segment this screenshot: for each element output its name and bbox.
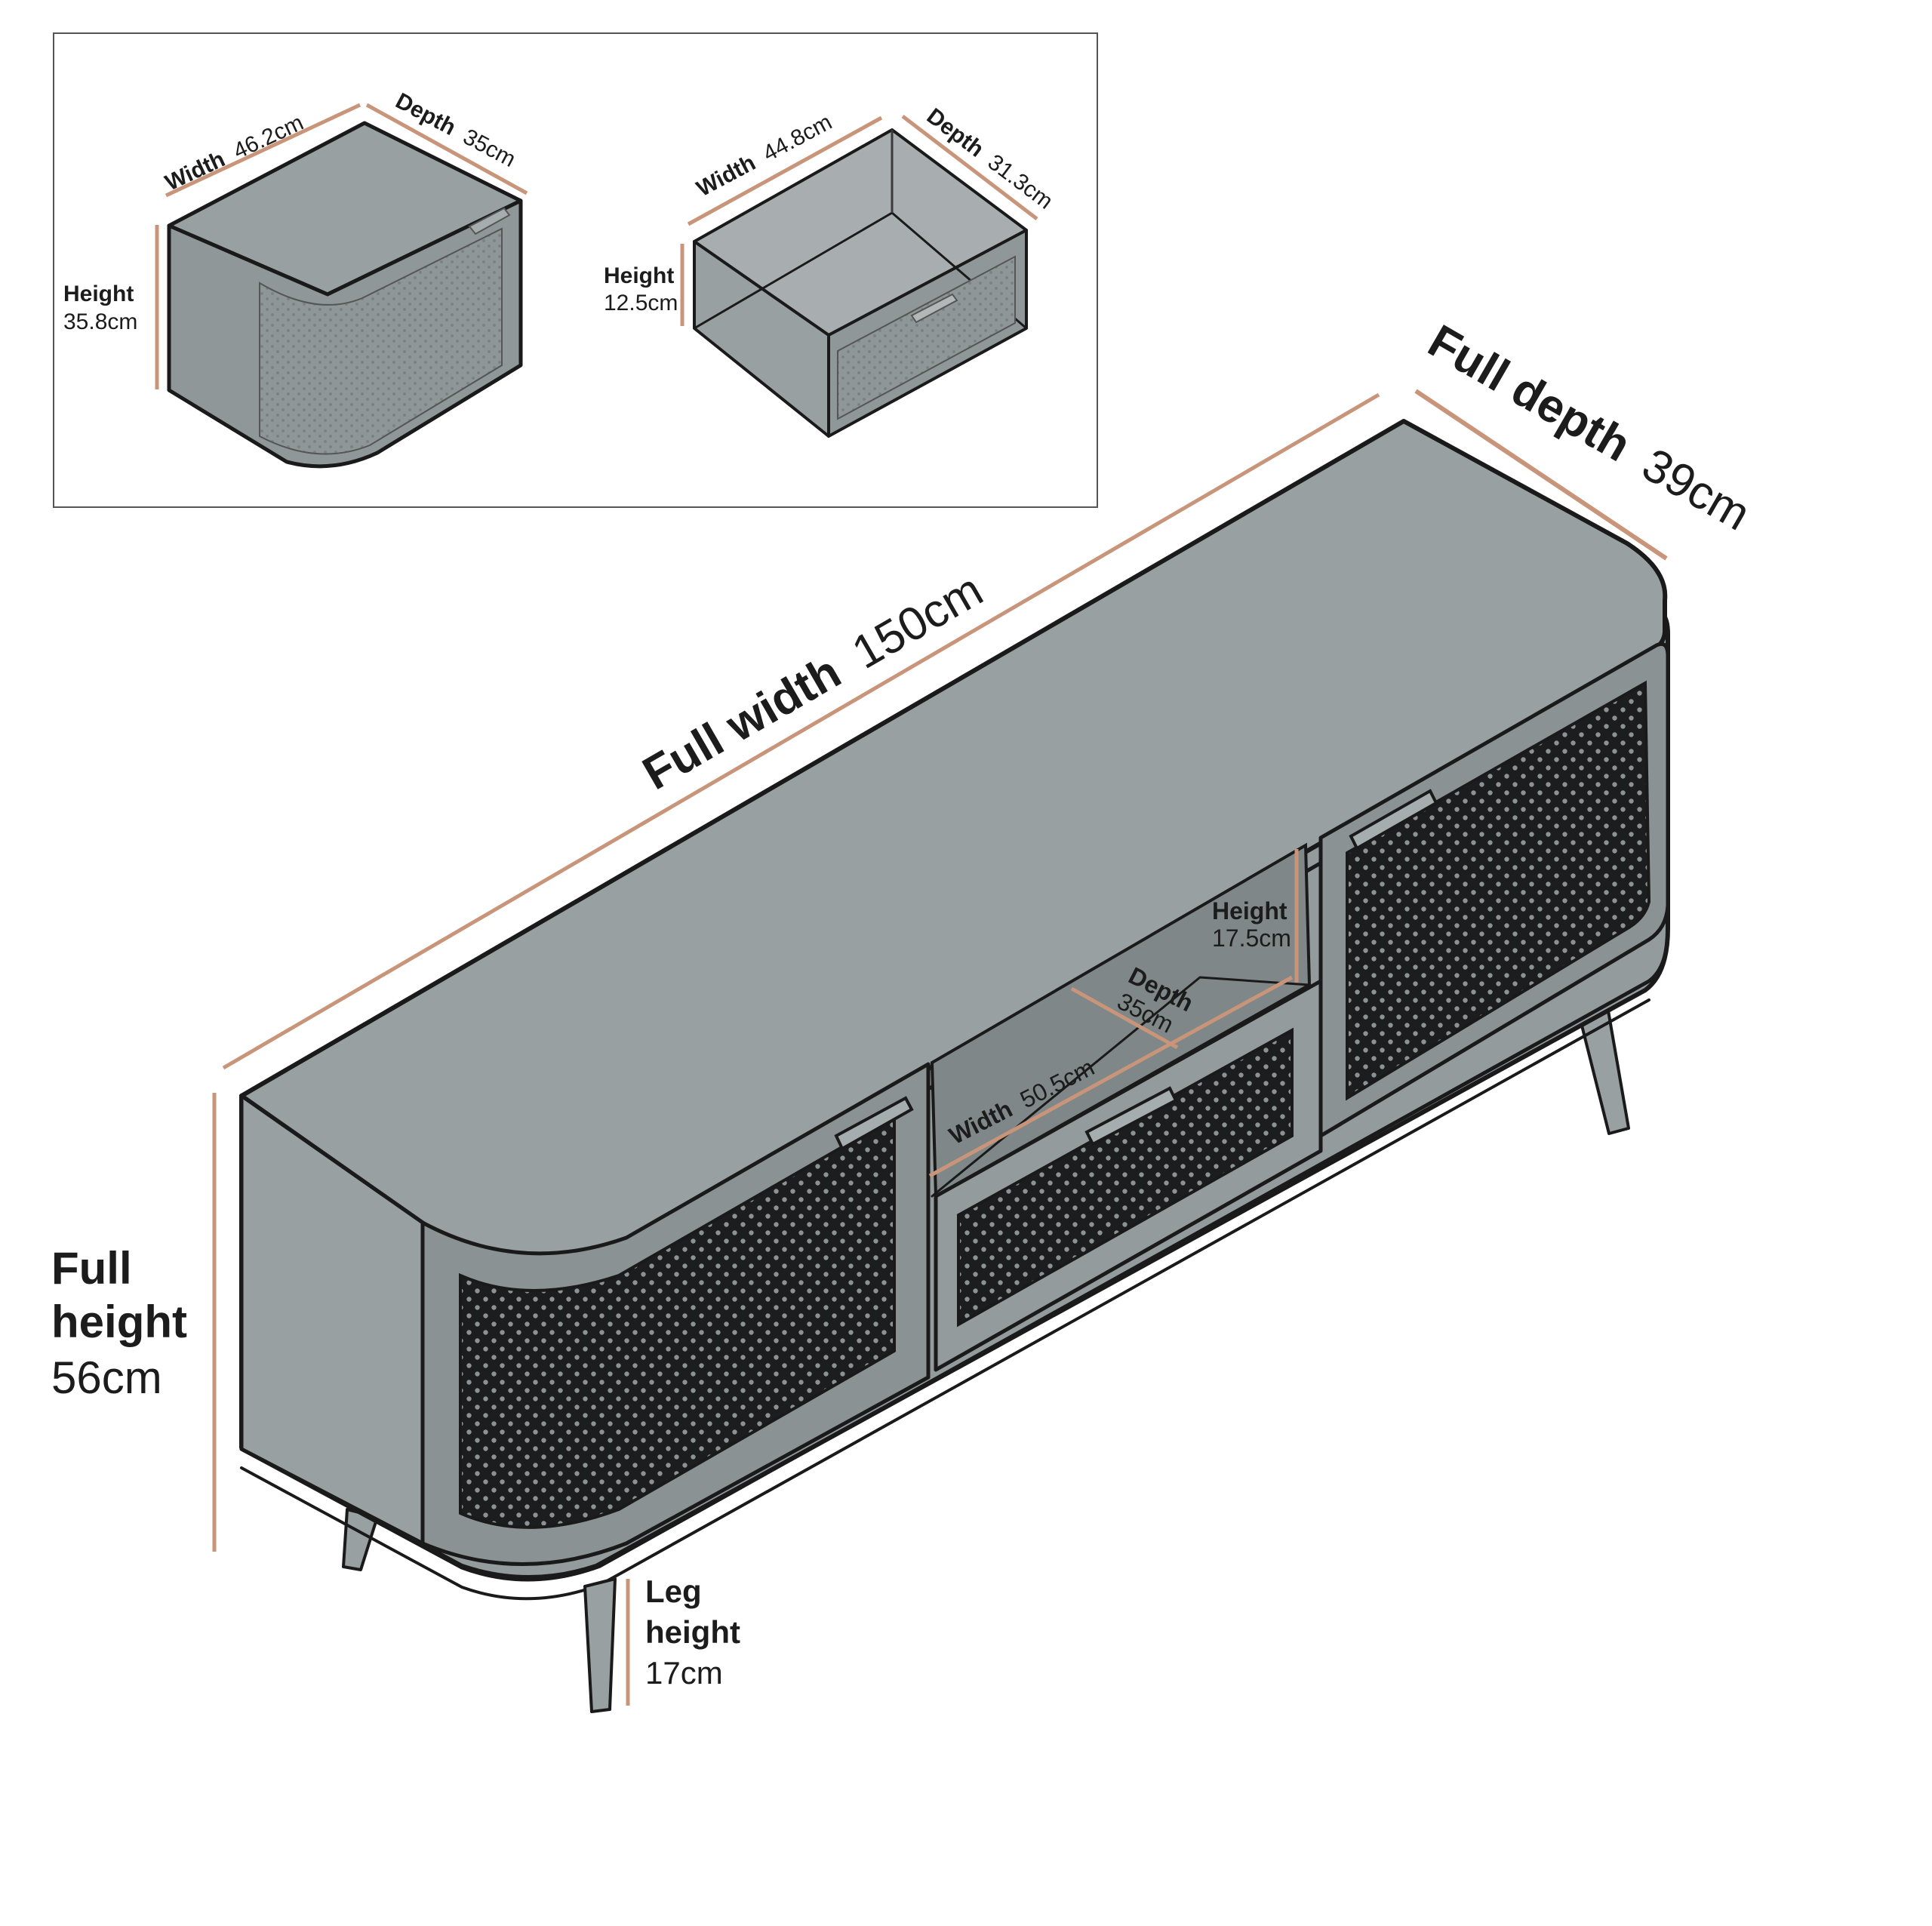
left-door-mesh — [459, 1114, 896, 1529]
inset-drawer-height-label: Height — [604, 263, 674, 288]
full-width-line — [222, 392, 1380, 1070]
inset-cabinet-height-value: 35.8cm — [63, 309, 137, 334]
inset-cabinet-depth-line — [365, 103, 528, 195]
leg-height-label-line1: Leg — [645, 1574, 702, 1609]
right-door-handle-icon — [1349, 789, 1438, 851]
full-height-label-line1: Full — [51, 1243, 132, 1294]
inset-cabinet-width-line — [165, 103, 361, 198]
drawer-handle-icon — [1084, 1086, 1178, 1146]
inset-drawer-height-value: 12.5cm — [604, 291, 678, 315]
full-height-value: 56cm — [51, 1352, 162, 1403]
right-door-mesh — [1346, 680, 1651, 1101]
shelf-width-line — [928, 975, 1294, 1178]
inset-drawer-depth-line — [901, 115, 1038, 220]
left-door-handle-icon — [834, 1096, 914, 1151]
leg-height-value: 17cm — [645, 1655, 723, 1691]
shelf-height-label: Height — [1212, 897, 1287, 925]
inset-drawer-width-line — [687, 115, 883, 226]
tv-unit — [239, 419, 1670, 1713]
leg-height-label-line2: height — [645, 1614, 740, 1650]
full-height-label-line2: height — [51, 1297, 187, 1347]
leg-front-left — [583, 1577, 617, 1713]
shelf-depth-line — [1070, 986, 1179, 1050]
drawer-mesh — [957, 1027, 1294, 1328]
shelf-height-value: 17.5cm — [1212, 925, 1291, 952]
full-depth-line — [1414, 389, 1668, 561]
full-depth-value: 39cm — [1634, 438, 1759, 541]
inset-cabinet-height-label: Height — [63, 282, 134, 306]
inset-cabinet: Width 46.2cm Depth 35cm Height 35.8cm — [63, 88, 528, 469]
